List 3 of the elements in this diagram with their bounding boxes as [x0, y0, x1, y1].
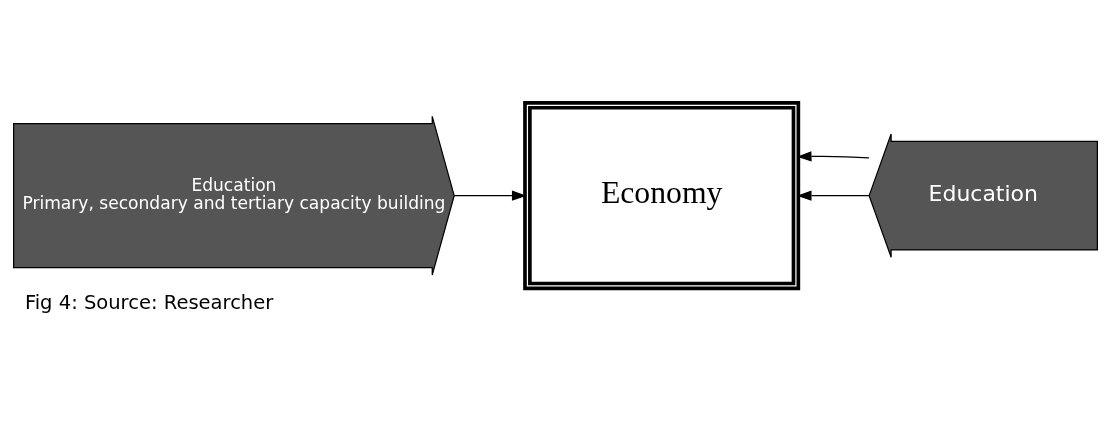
caption: Fig 4: Source: Researcher	[24, 290, 274, 314]
node-box: Economy	[523, 101, 801, 291]
arrow	[453, 190, 527, 201]
